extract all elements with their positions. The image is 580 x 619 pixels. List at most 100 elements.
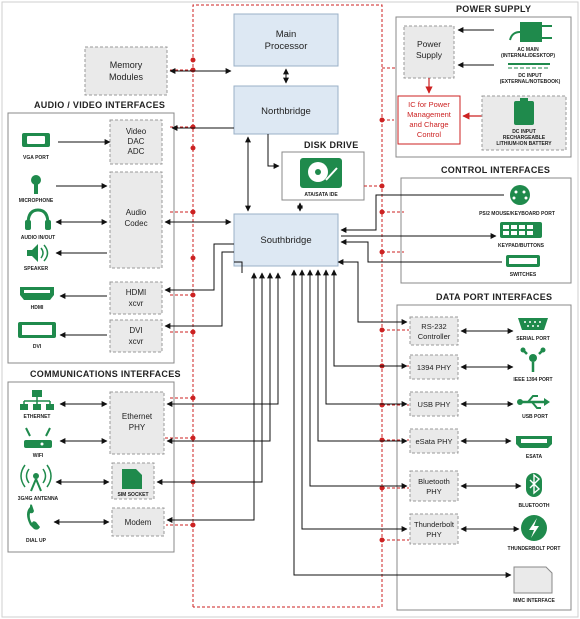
speaker-label: SPEAKER: [24, 266, 49, 272]
ac-main-label-2: (INTERNAL/DESKTOP): [501, 53, 555, 59]
memory-modules-label-2: Modules: [109, 72, 144, 82]
memory-modules: Memory Modules: [84, 46, 168, 96]
serial-port-icon: [518, 318, 548, 330]
thunderbolt-phy-label-2: PHY: [426, 530, 441, 539]
ethernet-label: ETHERNET: [24, 414, 51, 420]
wifi-label: WIFI: [33, 453, 44, 459]
thunderbolt-port-label: THUNDERBOLT PORT: [508, 546, 561, 552]
microphone-label: MICROPHONE: [19, 198, 54, 204]
control-devices: PS/2 MOUSE/KEYBOARD PORT KEYPAD/BUTTONS …: [479, 185, 555, 278]
thunderbolt-icon: [521, 515, 547, 541]
hdmi-icon: [20, 287, 54, 300]
memory-modules-box: [84, 46, 168, 96]
hdmi-label: HDMI: [31, 305, 44, 311]
southbridge-label: Southbridge: [260, 235, 311, 246]
video-dac-label-3: ADC: [128, 147, 145, 156]
phone-icon: [27, 504, 40, 530]
dc-input-label-1: DC INPUT: [518, 73, 542, 79]
main-processor-label-1: Main: [276, 29, 297, 40]
ic-label-1: IC for Power: [408, 100, 450, 109]
hdmi-xcvr-label-1: HDMI: [126, 288, 146, 297]
dvi-port: DVI: [18, 322, 56, 350]
switches-label: SWITCHES: [510, 272, 537, 278]
video-dac-label-2: DAC: [128, 137, 145, 146]
dvi-label: DVI: [33, 344, 42, 350]
power-supply-title: Power Supply: [456, 4, 531, 14]
data-port-links: [291, 259, 522, 578]
hdmi-port: HDMI: [20, 287, 54, 311]
modem-label: Modem: [125, 518, 152, 527]
ic-label-3: and Charge: [409, 120, 448, 129]
disk-drive-label: ATA/SATA IDE: [304, 192, 338, 198]
memory-modules-label-1: Memory: [110, 60, 143, 70]
audio-codec-box: [109, 171, 163, 269]
communications-chips: Ethernet PHY SIM SOCKET Modem: [109, 391, 165, 537]
ieee1394-icon: [520, 347, 546, 372]
data-port-title: Data Port Interfaces: [436, 292, 552, 302]
disk-drive-title: Disk Drive: [304, 140, 359, 150]
bluetooth-phy-label-2: PHY: [426, 487, 441, 496]
wifi-icon: [24, 427, 52, 448]
rs232-label-1: RS-232: [421, 322, 446, 331]
main-processor-label-2: Processor: [265, 41, 308, 52]
hdmi-xcvr-box: [109, 281, 163, 315]
bluetooth-label: BLUETOOTH: [518, 503, 549, 509]
battery-label-2: RECHARGEABLE: [503, 135, 546, 141]
audio-video-title: Audio / Video Interfaces: [34, 100, 165, 110]
control-panel: Control Interfaces: [400, 165, 572, 284]
ethernet-phy-label-2: PHY: [129, 423, 146, 432]
northbridge: Northbridge: [233, 85, 339, 135]
audio-codec-label-2: Codec: [124, 219, 147, 228]
usb-phy-label: USB PHY: [418, 400, 451, 409]
sim-socket-label: SIM SOCKET: [117, 492, 148, 498]
communications-title: Communications Interfaces: [30, 369, 181, 379]
power-bus-frame: [192, 4, 383, 608]
serial-port-label: SERIAL PORT: [516, 336, 550, 342]
usb-port-label: USB PORT: [522, 414, 548, 420]
ps2-port-icon: [510, 185, 530, 205]
audio-in-out: AUDIO IN/OUT: [21, 208, 55, 241]
speaker-icon: [27, 244, 38, 262]
thunderbolt-phy-box: [409, 513, 459, 545]
dvi-xcvr-label-2: xcvr: [129, 337, 144, 346]
ethernet-phy-label-1: Ethernet: [122, 412, 153, 421]
battery-label-1: DC INPUT: [512, 129, 536, 135]
headphones-icon: [26, 208, 50, 225]
esata-phy-label: eSata PHY: [415, 437, 452, 446]
sim-card-icon: [122, 469, 142, 489]
ps2-port-label: PS/2 MOUSE/KEYBOARD PORT: [479, 211, 555, 217]
thunderbolt-phy-label-1: Thunderbolt: [414, 520, 455, 529]
audio-in-out-label: AUDIO IN/OUT: [21, 235, 55, 241]
rs232-label-2: Controller: [418, 332, 451, 341]
speaker: SPEAKER: [24, 244, 49, 272]
antenna-icon: [20, 464, 52, 492]
control-panel-frame: [400, 177, 572, 284]
hdmi-xcvr-label-2: xcvr: [129, 299, 144, 308]
core-links: [169, 68, 303, 212]
ac-main-label-1: AC MAIN: [517, 47, 539, 53]
mmc-card-icon: [513, 566, 553, 594]
ethernet-phy-box: [109, 391, 165, 455]
main-processor: Main Processor: [233, 13, 339, 67]
northbridge-box: [233, 85, 339, 135]
battery-label-3: LITHIUM-ION BATTERY: [496, 141, 552, 147]
dc-input-label-2: (EXTERNAL/NOTEBOOK): [500, 79, 561, 85]
audio-codec-label-1: Audio: [126, 208, 147, 217]
northbridge-disk-link: [267, 134, 280, 169]
northbridge-label: Northbridge: [261, 106, 311, 117]
video-dac-label-1: Video: [126, 127, 147, 136]
data-port-devices: SERIAL PORT IEEE 1394 PORT USB PORT ESAT…: [508, 318, 561, 604]
communications-devices: ETHERNET WIFI 3G/4G ANTENNA DIAL UP: [18, 390, 59, 544]
mmc-interface-label: MMC INTERFACE: [513, 598, 555, 604]
modem-box: [111, 507, 165, 537]
bluetooth-phy-label-1: Bluetooth: [418, 477, 450, 486]
bluetooth-phy-box: [409, 470, 459, 502]
power-supply: Power Supply AC MAIN (INTERNAL/DESKTOP) …: [397, 22, 567, 151]
ic-label-4: Control: [417, 130, 442, 139]
ieee1394-label: IEEE 1394 PORT: [513, 377, 552, 383]
microphone: MICROPHONE: [19, 175, 54, 204]
southbridge-box: [233, 213, 339, 267]
ic-label-2: Management: [407, 110, 452, 119]
ic-power-management-box: [397, 95, 461, 145]
control-links: [340, 194, 504, 263]
